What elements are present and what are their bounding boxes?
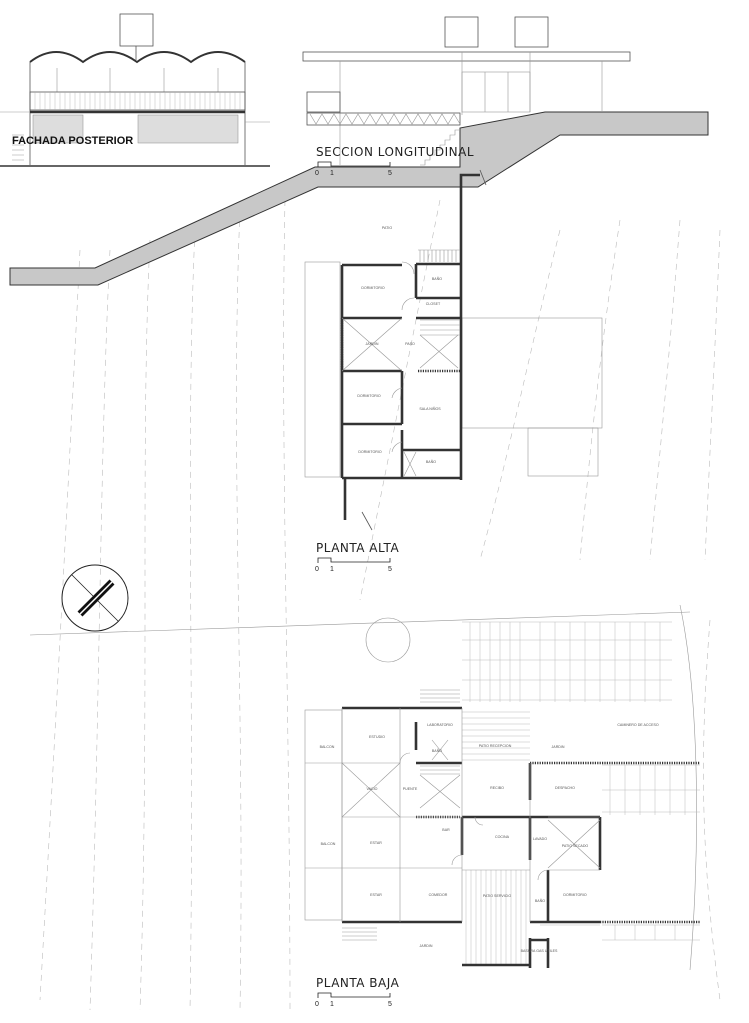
rear-facade-elevation: FACHADA POSTERIOR (0, 13, 270, 167)
ground-scale-bar: 0 1 5 (315, 992, 392, 1008)
room-label: LABORATORIO (427, 723, 453, 727)
section-title: SECCION LONGITUDINAL (316, 145, 474, 159)
room-label: BAÑO (432, 748, 442, 753)
room-label: DORMITORIO (563, 893, 586, 897)
room-label: BAÑO (535, 898, 545, 903)
window-louvers (32, 114, 84, 144)
room-label: ESTAR (370, 841, 382, 845)
room-label: PATIO (382, 226, 392, 230)
room-label: COCINA (495, 835, 510, 839)
north-arrow-icon (61, 564, 129, 632)
terrain-ground-cut (9, 111, 709, 286)
rear-facade-title: FACHADA POSTERIOR (12, 135, 133, 147)
upper-floor-plan: PATIO DORMITORIO BAÑO CLOSET JARDIN PASO… (304, 169, 603, 573)
window-louvers (137, 114, 239, 144)
room-label: CAMINERO DE ACCESO (617, 723, 659, 727)
paving-hatch (462, 621, 700, 965)
label: 1 (330, 1001, 334, 1008)
room-label: CLOSET (426, 302, 441, 306)
label: 5 (388, 170, 392, 177)
label: 1 (330, 566, 334, 573)
room-label: PATIO SECADO (562, 844, 589, 848)
upper-floor-title: PLANTA ALTA (316, 541, 399, 555)
room-label: JARDIN (420, 944, 433, 948)
room-label: SALA NIÑOS (419, 406, 441, 411)
longitudinal-section: SECCION LONGITUDINAL 0 1 5 (9, 16, 709, 286)
room-label: COMEDOR (429, 893, 448, 897)
room-label: BASURA GAS UTILES (521, 949, 558, 953)
room-label: DORMITORIO (358, 450, 381, 454)
room-label: PASO (405, 342, 415, 346)
room-label: JARDIN (366, 342, 379, 346)
room-label: ESTUDIO (369, 735, 385, 739)
water-tank (514, 16, 549, 48)
upper-room-labels: PATIO DORMITORIO BAÑO CLOSET JARDIN PASO… (357, 226, 442, 464)
label: 0 (315, 1001, 319, 1008)
room-label: VACIO (367, 787, 378, 791)
water-tank (119, 13, 154, 47)
roof-slab (302, 51, 631, 62)
ground-floor-title: PLANTA BAJA (316, 976, 400, 990)
room-label: LAVADO (533, 837, 547, 841)
label: 0 (315, 566, 319, 573)
floor-truss (306, 112, 461, 126)
ground-floor-plan: ESTUDIO LABORATORIO BAÑO PATIO RECEPCION… (29, 604, 700, 1008)
water-tank (444, 16, 479, 48)
room-label: DORMITORIO (357, 394, 380, 398)
section-scale-bar: 0 1 5 (315, 161, 392, 177)
room-label: PATIO SERVICIO (483, 894, 512, 898)
room-label: DESPACHO (555, 786, 575, 790)
room-label: DORMITORIO (361, 286, 384, 290)
room-label: PUENTE (403, 787, 418, 791)
upper-scale-bar: 0 1 5 (315, 557, 392, 573)
room-label: RECIBO (490, 786, 504, 790)
room-label: BAÑO (432, 276, 442, 281)
room-label: BAÑO (426, 459, 436, 464)
balcony-railing (29, 91, 246, 111)
room-label: BALCON (320, 745, 335, 749)
label: 1 (330, 170, 334, 177)
room-label: BALCON (321, 842, 336, 846)
vaulted-roof (29, 51, 246, 64)
room-label: JARDIN (552, 745, 565, 749)
room-label: PATIO RECEPCION (479, 744, 512, 748)
room-label: ESTAR (370, 893, 382, 897)
label: 5 (388, 566, 392, 573)
label: 0 (315, 170, 319, 177)
terrain-contours (39, 199, 721, 1011)
label: 5 (388, 1001, 392, 1008)
room-label: BAR (442, 828, 450, 832)
ground-room-labels: ESTUDIO LABORATORIO BAÑO PATIO RECEPCION… (320, 723, 659, 953)
